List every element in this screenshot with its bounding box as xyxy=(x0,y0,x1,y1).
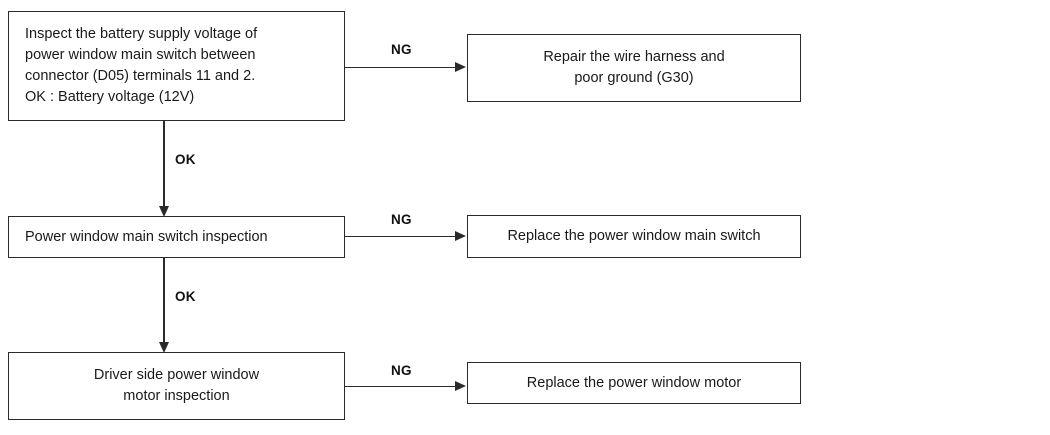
node-motor-inspection[interactable]: Driver side power window motor inspectio… xyxy=(8,352,345,420)
edge-label-ok-1: OK xyxy=(175,152,196,167)
edge-ok-2-line xyxy=(163,258,165,345)
edge-label-ng-3: NG xyxy=(391,363,412,378)
edge-ng-1-line xyxy=(345,67,463,69)
edge-label-ng-2: NG xyxy=(391,212,412,227)
arrowhead-right-icon-ng-3 xyxy=(455,380,466,391)
node-main-switch-inspection[interactable]: Power window main switch inspection xyxy=(8,216,345,258)
edge-ng-2-line xyxy=(345,236,463,238)
edge-label-ng-1: NG xyxy=(391,42,412,57)
arrowhead-down-icon-ok-1 xyxy=(158,206,169,217)
edge-label-ok-2: OK xyxy=(175,289,196,304)
arrowhead-right-icon-ng-1 xyxy=(455,61,466,72)
arrowhead-down-icon-ok-2 xyxy=(158,342,169,353)
arrowhead-right-icon-ng-2 xyxy=(455,230,466,241)
edge-ng-3-line xyxy=(345,386,463,388)
edge-ok-1-line xyxy=(163,121,165,209)
node-inspect-battery-voltage[interactable]: Inspect the battery supply voltage of po… xyxy=(8,11,345,121)
node-repair-harness-ground[interactable]: Repair the wire harness and poor ground … xyxy=(467,34,801,102)
node-replace-main-switch[interactable]: Replace the power window main switch xyxy=(467,215,801,258)
node-replace-motor[interactable]: Replace the power window motor xyxy=(467,362,801,404)
